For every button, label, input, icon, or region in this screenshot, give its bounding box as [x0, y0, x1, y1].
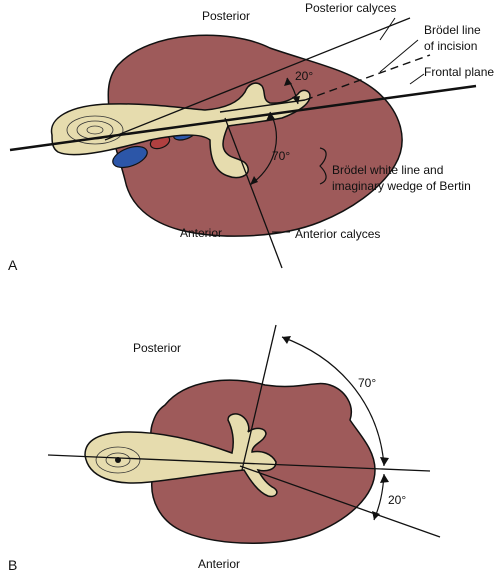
label-posterior-b: Posterior: [133, 341, 181, 355]
label-brodel-white-2: imaginary wedge of Bertin: [332, 179, 471, 193]
arrowhead: [282, 336, 291, 344]
label-brodel-white-1: Brödel white line and: [332, 163, 443, 177]
arrowhead: [266, 112, 275, 121]
panel-letter-b: B: [8, 557, 17, 573]
label-anterior-b: Anterior: [198, 557, 240, 571]
arrowhead: [380, 474, 389, 483]
label-posterior-a: Posterior: [202, 9, 250, 23]
vein-a: [112, 145, 148, 169]
renal-pelvis-a: [50, 82, 311, 179]
brace-brodel-white: [319, 147, 327, 185]
frontal-plane-line-a: [9, 84, 477, 152]
label-frontal-plane: Frontal plane: [424, 65, 494, 79]
panel-a: Posterior Posterior calyces Brödel line …: [8, 1, 494, 273]
label-posterior-calyces: Posterior calyces: [305, 1, 396, 15]
arc-70-b: [281, 336, 385, 467]
label-anterior-calyces: Anterior calyces: [295, 227, 380, 241]
pelvis-swirl: [66, 115, 124, 145]
anterior-calyces-line: [224, 117, 283, 269]
leader-brodel-line: [379, 39, 419, 73]
label-angle-70-b: 70°: [358, 376, 376, 390]
posterior-calyces-line-b: [241, 324, 277, 471]
arrowhead: [372, 511, 380, 520]
leader-frontal-plane: [409, 73, 425, 85]
posterior-calyces-line: [104, 17, 411, 141]
frontal-plane-line-b: [47, 454, 431, 472]
label-angle-20-b: 20°: [388, 493, 406, 507]
panel-b: Posterior 70° 20° Anterior B: [8, 324, 441, 573]
panel-letter-a: A: [8, 257, 18, 273]
label-brodel-line-2: of incision: [424, 39, 477, 53]
arrowhead: [292, 96, 300, 104]
pelvis-swirl: [105, 452, 131, 468]
label-angle-70-a: 70°: [272, 149, 290, 163]
arrowhead: [250, 176, 258, 185]
leader-posterior-calyces: [379, 17, 396, 41]
pelvis-swirl: [86, 125, 104, 135]
arrowhead: [284, 78, 292, 86]
arrowhead: [380, 457, 389, 466]
label-anterior-a: Anterior: [180, 226, 222, 240]
renal-pelvis-b: [84, 413, 278, 498]
pelvis-swirl: [95, 446, 141, 474]
label-angle-20-a: 20°: [295, 69, 313, 83]
label-brodel-line-1: Brödel line: [424, 23, 481, 37]
brodel-incision-dashed: [304, 54, 431, 101]
anterior-calyces-line-b: [239, 465, 441, 538]
brodel-incision-line: [219, 99, 306, 113]
